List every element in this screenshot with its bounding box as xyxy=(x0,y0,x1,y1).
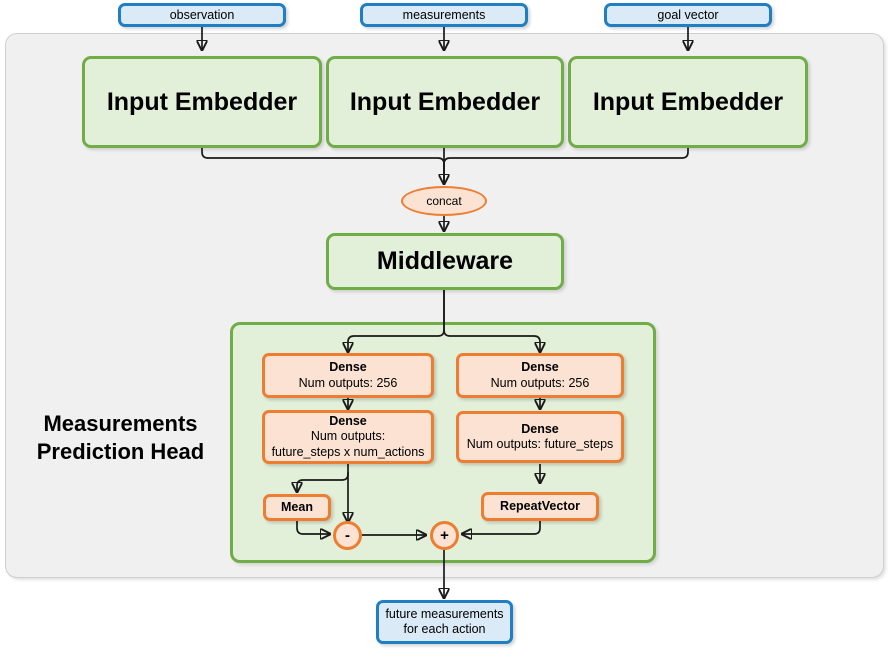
middleware-label: Middleware xyxy=(376,247,514,275)
input-embedder-observation[interactable]: Input Embedder xyxy=(82,56,322,148)
left-dense-256-detail: Num outputs: 256 xyxy=(298,375,398,390)
right-dense-256-detail: Num outputs: 256 xyxy=(490,375,590,390)
left-dense-fs-na-detail-1: Num outputs: xyxy=(310,429,386,444)
subtract-operator[interactable]: - xyxy=(333,521,362,550)
input-embedder-goal-vector-label: Input Embedder xyxy=(592,87,784,116)
input-label-goal-vector-text: goal vector xyxy=(657,7,719,22)
input-label-goal-vector[interactable]: goal vector xyxy=(604,3,772,27)
mean-label: Mean xyxy=(281,499,313,514)
input-label-measurements-text: measurements xyxy=(402,7,486,22)
output-line-1: future measurements xyxy=(385,607,504,622)
middleware-node[interactable]: Middleware xyxy=(326,233,564,290)
right-dense-256-title: Dense xyxy=(521,360,559,375)
output-line-2: for each action xyxy=(403,622,486,636)
input-embedder-measurements[interactable]: Input Embedder xyxy=(326,56,564,148)
concat-node[interactable]: concat xyxy=(401,186,487,216)
add-operator-label: + xyxy=(440,527,449,544)
subtract-operator-label: - xyxy=(345,527,350,544)
repeat-vector-node[interactable]: RepeatVector xyxy=(481,492,599,521)
left-dense-256-title: Dense xyxy=(329,360,367,375)
input-label-observation-text: observation xyxy=(169,7,235,22)
head-title-line-2: Prediction Head xyxy=(36,438,205,464)
right-dense-future-steps[interactable]: Dense Num outputs: future_steps xyxy=(456,411,624,463)
input-embedder-goal-vector[interactable]: Input Embedder xyxy=(568,56,808,148)
input-label-measurements[interactable]: measurements xyxy=(360,3,528,27)
right-dense-fs-detail: Num outputs: future_steps xyxy=(466,437,614,451)
left-dense-future-steps-num-actions[interactable]: Dense Num outputs: future_steps x num_ac… xyxy=(262,410,434,464)
left-dense-fs-na-detail-2: future_steps x num_actions xyxy=(271,444,425,459)
left-dense-fs-na-title: Dense xyxy=(329,414,367,429)
mean-node[interactable]: Mean xyxy=(263,494,331,521)
concat-label: concat xyxy=(426,194,462,208)
measurements-prediction-head-title: Measurements Prediction Head xyxy=(18,410,223,465)
input-embedder-observation-label: Input Embedder xyxy=(106,87,298,116)
left-dense-256[interactable]: Dense Num outputs: 256 xyxy=(262,353,434,398)
output-future-measurements[interactable]: future measurements for each action xyxy=(376,600,513,644)
right-dense-256[interactable]: Dense Num outputs: 256 xyxy=(456,353,624,398)
input-embedder-measurements-label: Input Embedder xyxy=(349,87,541,116)
repeat-vector-label: RepeatVector xyxy=(500,498,580,513)
input-label-observation[interactable]: observation xyxy=(118,3,286,27)
head-title-line-1: Measurements xyxy=(43,411,198,436)
add-operator[interactable]: + xyxy=(430,521,459,550)
right-dense-fs-title: Dense xyxy=(521,421,559,436)
